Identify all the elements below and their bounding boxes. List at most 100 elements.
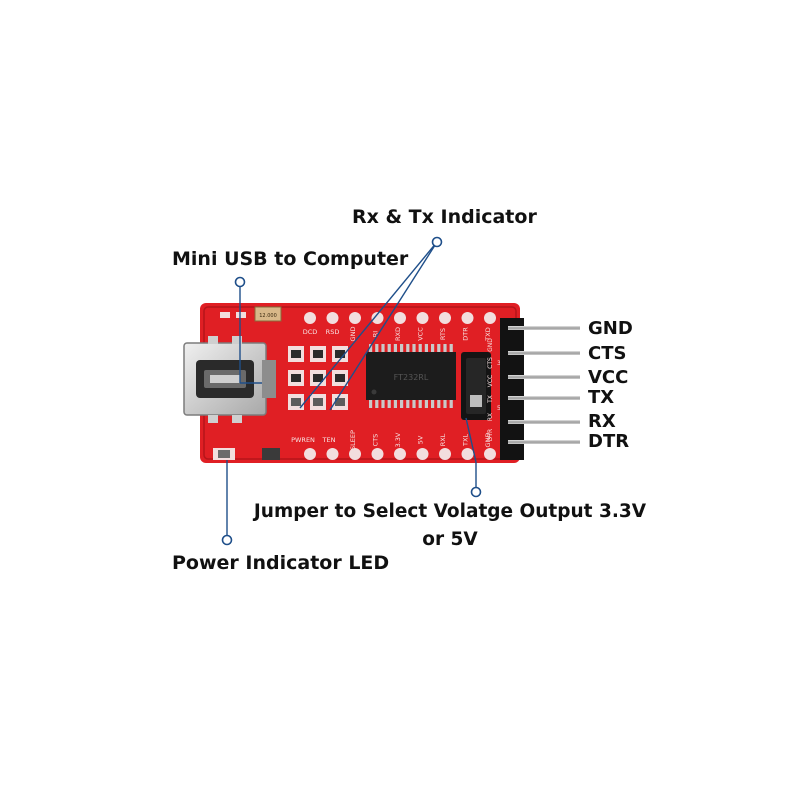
- ft232-chip-icon: FT232RL: [366, 344, 456, 408]
- ic-pin: [375, 399, 379, 408]
- pcb-board: [200, 303, 520, 463]
- smd-resistor: [220, 312, 230, 318]
- smd-component: [313, 398, 323, 406]
- header-silk-label: GND: [487, 338, 494, 352]
- ic-pin: [400, 344, 404, 353]
- ic-pin: [400, 399, 404, 408]
- pin-label-cts: CTS: [588, 343, 627, 364]
- ic-pin: [406, 399, 410, 408]
- header-pin: [508, 326, 580, 330]
- top-header-holes: [304, 312, 496, 324]
- top-silk-label: TXD: [484, 327, 492, 341]
- header-silk-label: RX: [487, 413, 494, 421]
- header-hole: [326, 312, 339, 324]
- header-hole: [371, 312, 384, 324]
- pin-label-gnd: GND: [588, 318, 633, 339]
- ic-pin: [381, 344, 385, 353]
- ic-pin: [449, 344, 453, 353]
- header-hole: [394, 312, 406, 324]
- rx-tx-led-array: [288, 346, 348, 410]
- jumper-label-line1: Jumper to Select Volatge Output 3.3V: [253, 501, 647, 522]
- ic-pin: [437, 399, 441, 408]
- ic-pin: [406, 344, 410, 353]
- bottom-silk-label: 5V: [417, 435, 425, 444]
- ic-marking: FT232RL: [394, 373, 429, 382]
- header-hole: [461, 448, 474, 460]
- pin-label-dtr: DTR: [588, 431, 630, 452]
- header-silk-label: VCC: [487, 375, 494, 387]
- ic-pin: [412, 399, 416, 408]
- ic-pin: [381, 399, 385, 408]
- smd-component: [335, 350, 345, 358]
- header-pin: [508, 420, 580, 424]
- header-hole: [484, 448, 496, 460]
- top-silk-label: GND: [349, 327, 357, 342]
- ic-pin: [369, 399, 373, 408]
- ic-pin: [443, 344, 447, 353]
- jumper-label: Jumper to Select Volatge Output 3.3V or …: [240, 498, 660, 554]
- top-silk-label: RXD: [394, 327, 402, 341]
- smd-component: [313, 374, 323, 382]
- header-hole: [304, 448, 316, 460]
- power-callout-dot: [221, 534, 233, 546]
- ic-pin: [418, 399, 422, 408]
- header-pins: [508, 326, 580, 444]
- jumper-label-line2: or 5V: [422, 529, 478, 550]
- top-silk-label: RSD: [326, 328, 340, 336]
- top-silk-label: DCD: [303, 328, 318, 336]
- ic-pin: [369, 344, 373, 353]
- rxtx-callout-dot: [431, 236, 443, 248]
- header-hole: [484, 312, 496, 324]
- top-silkscreen: DCD RSD GND RI RXD VCC RTS DTR TXD: [303, 327, 492, 342]
- bottom-silk-label: SLEEP: [349, 430, 357, 450]
- header-silk-label: CTS: [487, 357, 494, 369]
- ic-pin: [387, 344, 391, 353]
- smd-component: [335, 398, 345, 406]
- ic-pin: [424, 399, 428, 408]
- bottom-header-holes: [304, 448, 496, 460]
- header-hole: [416, 312, 429, 324]
- crystal-oscillator: [254, 306, 282, 322]
- header-pin: [508, 351, 580, 355]
- callout-endpoints: [221, 236, 482, 546]
- ic-pin: [387, 399, 391, 408]
- rx-tx-indicator-label: Rx & Tx Indicator: [352, 206, 537, 228]
- header-pin: [508, 396, 580, 400]
- ic-pin: [424, 344, 428, 353]
- voltage-jumper: [461, 352, 491, 420]
- smd-component: [291, 398, 301, 406]
- power-led-lens: [218, 450, 230, 458]
- smd-component: [335, 374, 345, 382]
- header-hole: [461, 312, 474, 324]
- pin-label-rx: RX: [588, 411, 616, 432]
- ic-pin: [431, 399, 435, 408]
- power-indicator-label: Power Indicator LED: [172, 552, 390, 574]
- bottom-silk-label: TEN: [322, 436, 336, 444]
- header-hole: [416, 448, 429, 460]
- smd-component: [291, 350, 301, 358]
- header-pin: [508, 375, 580, 379]
- ic-pin: [443, 399, 447, 408]
- pin-header-housing: [500, 318, 524, 460]
- crystal-marking: 12.000: [259, 313, 277, 319]
- smd-capacitor: [262, 448, 280, 460]
- ic-pin: [393, 399, 397, 408]
- top-silk-label: DTR: [462, 327, 470, 341]
- top-silk-label: RTS: [439, 328, 447, 340]
- bottom-silk-label: TXL: [462, 434, 470, 447]
- smd-component: [313, 350, 323, 358]
- top-silk-label: VCC: [417, 327, 425, 341]
- ic-pin: [375, 344, 379, 353]
- header-silk-label: DTR: [487, 429, 494, 441]
- smd-component: [291, 374, 301, 382]
- smd-resistor: [236, 312, 246, 318]
- ic-pin: [449, 399, 453, 408]
- ic-pin: [412, 344, 416, 353]
- top-silk-label: RI: [372, 331, 380, 338]
- pin-label-tx: TX: [588, 387, 615, 408]
- header-hole: [371, 448, 384, 460]
- ic-pin: [393, 344, 397, 353]
